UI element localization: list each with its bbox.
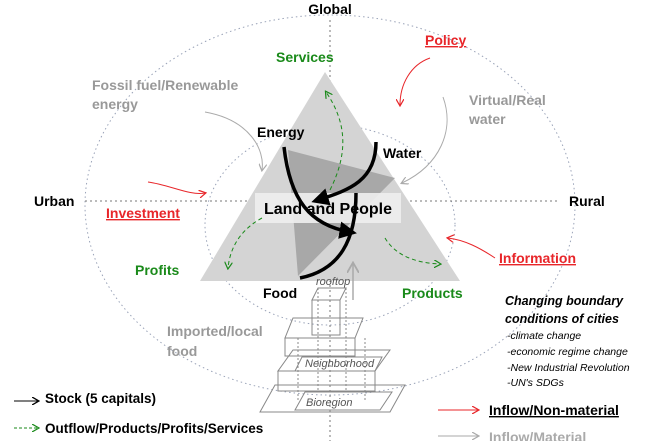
vertex-food: Food <box>263 285 297 301</box>
material-water-line1: Virtual/Real <box>469 92 546 108</box>
legend-outflow: Outflow/Products/Profits/Services <box>45 421 263 436</box>
vertex-energy: Energy <box>257 124 305 140</box>
outflow-products: Products <box>402 285 463 301</box>
boundary-item: -UN's SDGs <box>507 377 565 389</box>
axis-label-rural: Rural <box>569 193 605 209</box>
material-water-line2: water <box>468 111 506 127</box>
legend-stock: Stock (5 capitals) <box>45 391 156 406</box>
outflow-profits: Profits <box>135 262 180 278</box>
policy-inflow-arrow <box>400 57 431 105</box>
scale-stack <box>259 287 406 413</box>
energy-inflow-arrow <box>204 111 262 170</box>
boundary-item: -economic regime change <box>507 346 628 358</box>
material-food-line1: Imported/local <box>167 323 263 339</box>
legend-material: Inflow/Material <box>489 429 586 441</box>
inflow-policy: Policy <box>425 32 466 48</box>
material-energy-line2: energy <box>92 96 138 112</box>
vertex-water: Water <box>383 145 422 161</box>
investment-inflow-arrow <box>147 181 205 194</box>
energy-stock-arrow <box>282 146 357 239</box>
inflow-information: Information <box>499 250 576 266</box>
material-energy-line1: Fossil fuel/Renewable <box>92 77 238 93</box>
information-inflow-arrow <box>448 238 496 259</box>
material-food-line2: food <box>167 343 197 359</box>
food-stock-arrow <box>299 192 358 280</box>
boundary-item: -New Industrial Revolution <box>507 362 630 374</box>
boundary-title-line1: Changing boundary <box>505 294 624 308</box>
inflow-investment: Investment <box>106 205 180 221</box>
boundary-title-line2: conditions of cities <box>505 312 619 326</box>
scale-bioregion: Bioregion <box>306 397 352 409</box>
axis-label-urban: Urban <box>34 193 74 209</box>
profits-outflow-arrow <box>228 217 263 268</box>
water-inflow-arrow <box>402 96 448 183</box>
services-outflow-arrow <box>326 92 344 191</box>
center-label: Land and People <box>264 201 392 218</box>
products-outflow-arrow <box>384 237 440 264</box>
water-stock-arrow <box>311 141 378 206</box>
scale-rooftop: rooftop <box>316 276 350 288</box>
scale-neighborhood: Neighborhood <box>305 358 375 370</box>
axis-label-global: Global <box>308 1 352 17</box>
boundary-item: -climate change <box>507 330 581 342</box>
legend-nonmaterial: Inflow/Non-material <box>489 402 619 418</box>
outflow-services: Services <box>276 49 334 65</box>
